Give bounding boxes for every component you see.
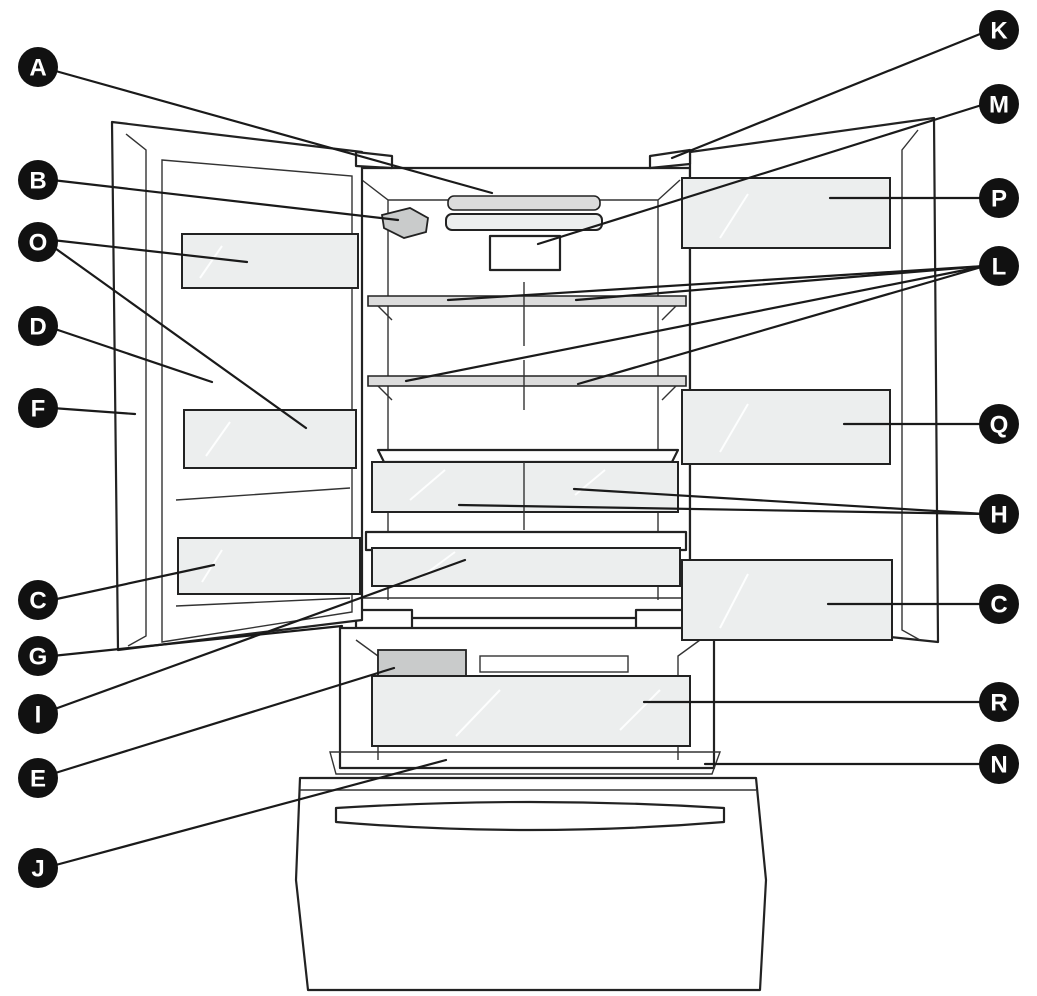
label-I-text: I (35, 702, 42, 729)
right-upper-bin (681, 177, 891, 249)
leader-M (536, 102, 987, 246)
refrigerator-illustration (110, 116, 940, 992)
leader-F (50, 406, 137, 416)
freezer-compartment (338, 626, 716, 770)
label-E-text: E (30, 766, 46, 793)
leader-D (50, 326, 214, 384)
label-A-text: A (29, 55, 46, 82)
label-F-text: F (31, 396, 46, 423)
label-R: R (979, 682, 1019, 722)
label-B: B (18, 160, 58, 200)
label-D: D (18, 306, 58, 346)
label-P-text: P (991, 186, 1007, 213)
label-K-text: K (990, 18, 1008, 45)
leader-G (50, 624, 344, 658)
label-I: I (18, 694, 58, 734)
label-N-text: N (990, 752, 1007, 779)
leader-O-2 (50, 244, 308, 430)
pantry-drawer (360, 530, 690, 599)
label-Q: Q (979, 404, 1019, 444)
water-filter (380, 207, 429, 239)
label-E: E (18, 758, 58, 798)
label-C-right: C (979, 584, 1019, 624)
right-door (681, 116, 940, 644)
label-Q-text: Q (990, 412, 1009, 439)
label-C-left-text: C (29, 588, 46, 615)
freezer-vents (479, 655, 629, 673)
label-B-text: B (29, 168, 46, 195)
label-M-text: M (989, 92, 1009, 119)
label-M: M (979, 84, 1019, 124)
leader-lines (50, 30, 987, 868)
leader-I (50, 558, 467, 712)
label-D-text: D (29, 314, 46, 341)
leader-A (50, 68, 494, 195)
label-K: K (979, 10, 1019, 50)
label-L-text: L (992, 254, 1007, 281)
leader-H-1 (572, 487, 987, 516)
label-C-right-text: C (990, 592, 1007, 619)
label-F: F (18, 388, 58, 428)
label-H-text: H (990, 502, 1007, 529)
leader-C-left (50, 563, 216, 602)
label-N: N (979, 744, 1019, 784)
right-middle-bin (681, 389, 891, 465)
label-L: L (979, 246, 1019, 286)
leader-L-1 (446, 264, 987, 302)
light-housing (447, 195, 601, 211)
label-R-text: R (990, 690, 1007, 717)
freezer-basket (371, 675, 691, 747)
middle-shelf (367, 360, 687, 410)
label-badges: A B O D F C G I (18, 10, 1019, 888)
label-H: H (979, 494, 1019, 534)
leader-K (670, 30, 987, 160)
label-G-text: G (29, 644, 48, 671)
leader-L-2 (574, 264, 987, 302)
label-J: J (18, 848, 58, 888)
label-C-left: C (18, 580, 58, 620)
right-lower-bin (681, 559, 893, 641)
label-O: O (18, 222, 58, 262)
drawer-handle (334, 800, 726, 832)
label-J-text: J (31, 856, 44, 883)
left-middle-bin (183, 409, 357, 469)
label-O-text: O (29, 230, 48, 257)
label-A: A (18, 47, 58, 87)
leader-E (50, 666, 396, 776)
leader-B (50, 178, 400, 222)
leader-O-1 (50, 238, 249, 264)
leader-J (50, 758, 448, 868)
freezer-drawer (294, 751, 768, 992)
leader-L-3 (404, 264, 987, 383)
snack-drawers (371, 448, 680, 530)
leader-L-4 (576, 264, 987, 386)
left-upper-bin (181, 233, 359, 289)
leader-H-2 (457, 503, 987, 516)
label-P: P (979, 178, 1019, 218)
label-G: G (18, 636, 58, 676)
light-lens (445, 213, 603, 231)
